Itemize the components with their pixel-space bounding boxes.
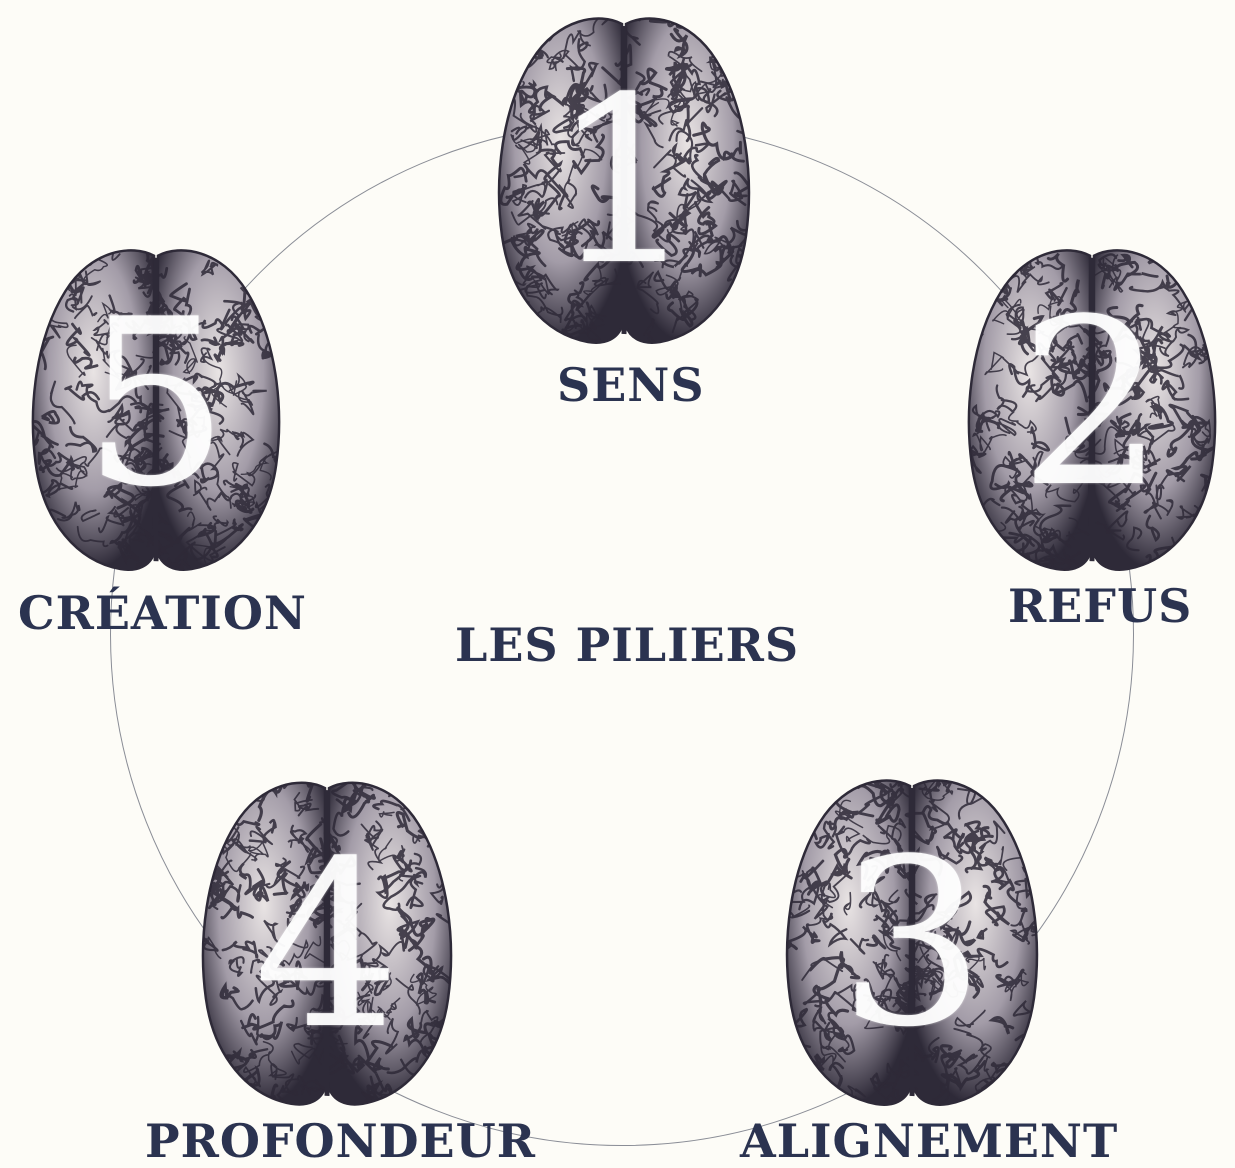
pillar-2: 2 [958, 240, 1226, 575]
pillar-number: 3 [776, 830, 1048, 1060]
pillar-label-sens: SENS [557, 362, 705, 408]
pillar-number: 2 [958, 290, 1226, 520]
pillar-label-profondeur: PROFONDEUR [145, 1118, 536, 1164]
pillar-label-alignement: ALIGNEMENT [740, 1118, 1118, 1164]
pillar-number: 4 [192, 832, 462, 1062]
pillar-number: 1 [488, 68, 760, 298]
pillar-3: 3 [776, 770, 1048, 1110]
pillar-1: 1 [488, 8, 760, 348]
pillar-4: 4 [192, 772, 462, 1110]
pillar-label-refus: REFUS [1008, 583, 1192, 629]
diagram-title: LES PILIERS [455, 622, 785, 668]
pillar-5: 5 [22, 240, 290, 575]
pillar-number: 5 [22, 290, 290, 520]
pillar-label-creation: CRÉATION [18, 590, 307, 636]
